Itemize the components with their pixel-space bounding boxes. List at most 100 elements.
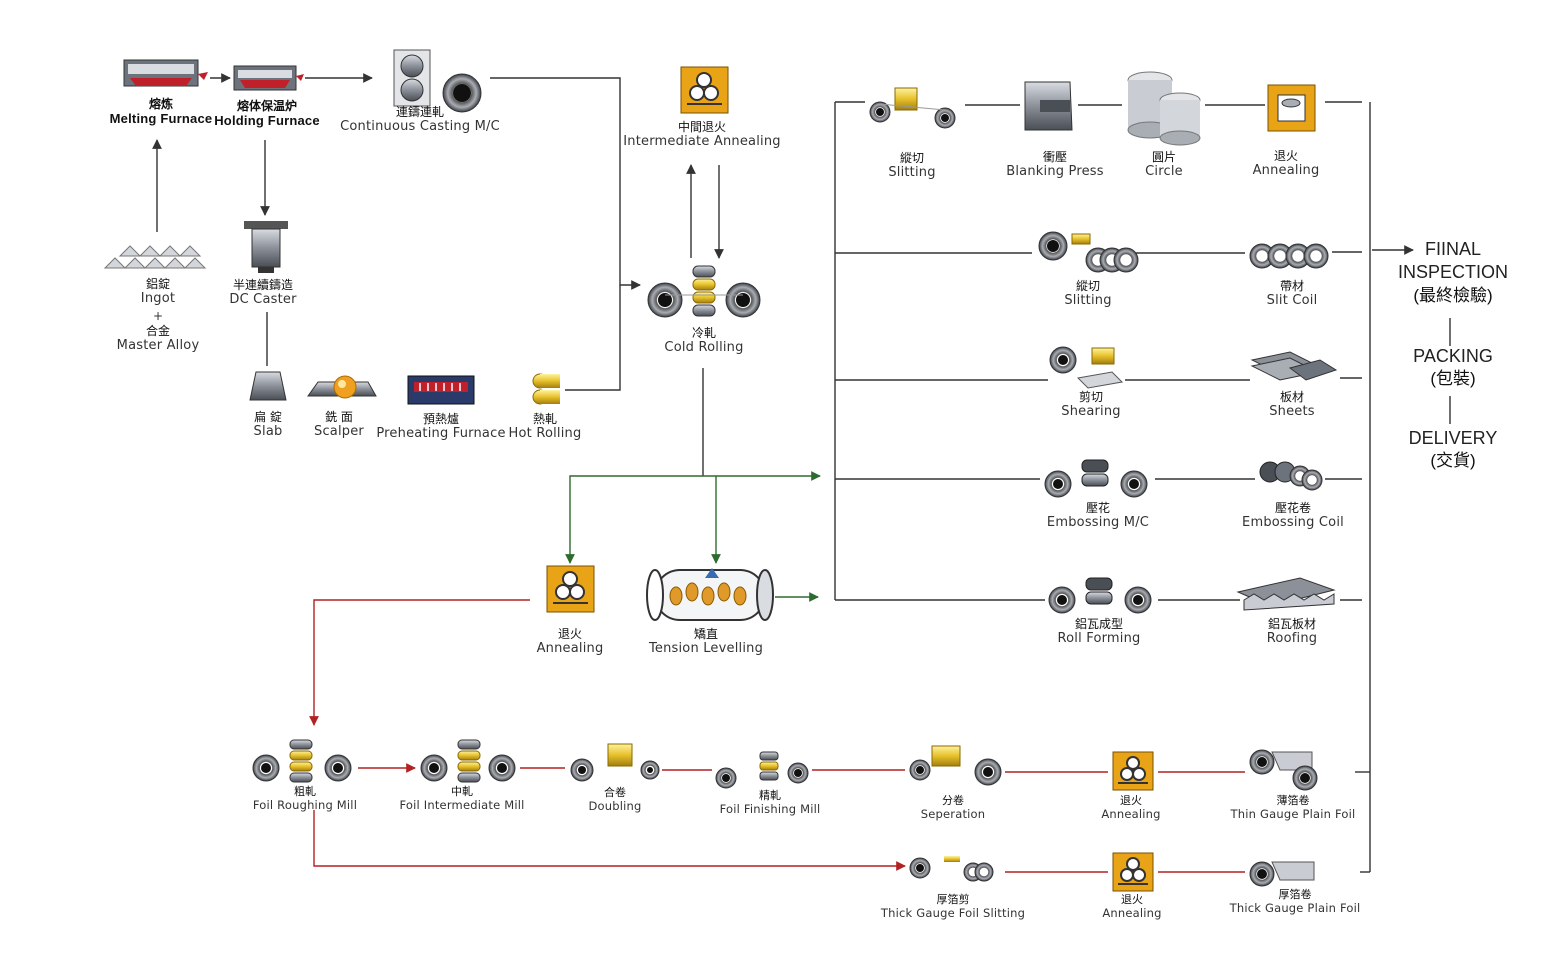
holding-furnace-icon: [233, 65, 304, 91]
final-inspection-line2: INSPECTION: [1397, 262, 1509, 283]
packing-zh: (包裝): [1430, 369, 1476, 389]
node-embossing-mc: 壓花 Embossing M/C: [1046, 501, 1150, 531]
label-zh: 中間退火: [677, 120, 726, 134]
arrow-to-thick-slitting: [313, 810, 906, 871]
label-zh: 矯直: [693, 627, 718, 641]
final-inspection: FIINAL INSPECTION (最終檢驗): [1398, 238, 1508, 307]
label-zh: 半連續鑄造: [232, 278, 293, 292]
circle-icon: [1127, 71, 1201, 146]
red-lines: [309, 599, 1245, 873]
foil-roughing-icon: [252, 739, 352, 783]
label-en: Foil Intermediate Mill: [399, 797, 525, 812]
label-zh: 衝壓: [1042, 150, 1068, 164]
intermediate-annealing-icon: [680, 66, 729, 114]
label-zh: 熱軋: [532, 412, 558, 426]
embossing-mc-icon: [1044, 459, 1148, 498]
node-melting-furnace: 熔炼 Melting Furnace: [110, 97, 213, 127]
final-delivery: DELIVERY (交貨): [1409, 427, 1498, 472]
label-en: Thick Gauge Foil Slitting: [880, 905, 1026, 920]
green-lines: [565, 471, 821, 602]
node-intermediate-annealing: 中間退火 Intermediate Annealing: [623, 120, 780, 150]
node-circle: 圓片 Circle: [1145, 150, 1183, 180]
dc-caster-icon: [244, 221, 288, 273]
shearing-icon: [1049, 346, 1124, 389]
label-en: Slab: [253, 423, 283, 439]
node-annealing-mid: 退火 Annealing: [536, 627, 604, 657]
label-zh: 合金: [145, 324, 171, 338]
node-roll-forming: 鋁瓦成型 Roll Forming: [1057, 617, 1141, 647]
label-zh: 剪切: [1078, 390, 1104, 404]
label-en: Cold Rolling: [664, 339, 744, 355]
label-en: Master Alloy: [116, 337, 200, 353]
label-en: Ingot: [140, 290, 176, 306]
label-en: Roll Forming: [1057, 630, 1141, 646]
tension-levelling-icon: [646, 568, 774, 621]
label-zh: 銑 面: [325, 410, 353, 424]
node-slit-coil: 帶材 Slit Coil: [1266, 279, 1318, 309]
label-en: Thin Gauge Plain Foil: [1230, 806, 1356, 821]
label-zh: 退火: [1120, 893, 1143, 906]
thin-gauge-icon: [1249, 749, 1318, 791]
ingot-icon: [103, 245, 207, 269]
label-en: Slitting: [888, 164, 936, 180]
label-zh: 熔炼: [148, 97, 173, 111]
label-zh: 薄箔卷: [1276, 794, 1310, 807]
label-zh: 預熱爐: [422, 412, 459, 426]
label-en: Blanking Press: [1006, 163, 1104, 179]
delivery-label: DELIVERY: [1408, 428, 1498, 448]
label-en: DC Caster: [229, 291, 297, 307]
label-en: Slit Coil: [1266, 292, 1318, 308]
node-annealing-1: 退火 Annealing: [1252, 149, 1320, 179]
label-zh: 合卷: [604, 786, 626, 799]
line-hot-cold: [565, 285, 621, 391]
label-zh: 熔体保温炉: [236, 99, 297, 113]
separation-icon: [909, 745, 1002, 786]
node-annealing-a: 退火 Annealing: [1101, 794, 1160, 821]
node-ingot: 鋁錠 Ingot: [140, 277, 176, 307]
label-zh: 分卷: [942, 794, 964, 807]
node-foil-roughing: 粗軋 Foil Roughing Mill: [253, 785, 357, 812]
thick-gauge-icon: [1249, 861, 1315, 887]
roll-forming-icon: [1048, 577, 1152, 614]
label-zh: 退火: [557, 627, 583, 641]
node-doubling: 合卷 Doubling: [588, 786, 642, 813]
label-zh: 連鑄連軋: [395, 105, 444, 119]
melting-furnace-icon: [123, 59, 208, 87]
annealing-a-icon: [1112, 751, 1154, 791]
slitting-1-icon: [869, 87, 956, 129]
node-thick-gauge: 厚箔卷 Thick Gauge Plain Foil: [1230, 888, 1361, 915]
label-en: Annealing: [536, 640, 604, 656]
plus-sign: +: [152, 309, 164, 323]
node-tension-levelling: 矯直 Tension Levelling: [649, 627, 763, 657]
annealing-mid-icon: [546, 565, 595, 613]
label-zh: 壓花卷: [1274, 501, 1312, 515]
node-slitting-2: 縱切 Slitting: [1064, 279, 1111, 309]
label-zh: 縱切: [1075, 279, 1100, 293]
label-zh: 粗軋: [293, 785, 316, 798]
label-zh: 冷軋: [691, 326, 716, 340]
delivery-zh: (交貨): [1430, 451, 1476, 471]
node-master-alloy: 合金 Master Alloy: [116, 324, 200, 354]
label-en: Foil Finishing Mill: [719, 801, 821, 816]
final-inspection-line1: FIINAL: [1424, 239, 1482, 259]
label-en: Doubling: [588, 798, 642, 813]
label-zh: 鋁瓦板材: [1267, 617, 1316, 631]
node-separation: 分卷 Seperation: [921, 794, 986, 821]
slab-icon: [249, 371, 287, 401]
label-en: Embossing Coil: [1242, 514, 1344, 530]
blanking-press-icon: [1024, 81, 1073, 131]
label-en: Annealing: [1252, 162, 1320, 178]
node-sheets: 板材 Sheets: [1269, 390, 1315, 420]
thick-slitting-icon: [909, 856, 994, 882]
label-en: Scalper: [314, 423, 364, 439]
label-en: Embossing M/C: [1046, 514, 1150, 530]
slitting-2-icon: [1038, 231, 1139, 273]
node-holding-furnace: 熔体保温炉 Holding Furnace: [214, 99, 320, 129]
node-foil-intermediate: 中軋 Foil Intermediate Mill: [399, 785, 525, 812]
packing-label: PACKING: [1413, 346, 1493, 366]
label-en: Circle: [1145, 163, 1183, 179]
annealing-1-icon: [1267, 84, 1316, 132]
node-preheating-furnace: 預熱爐 Preheating Furnace: [376, 412, 505, 442]
